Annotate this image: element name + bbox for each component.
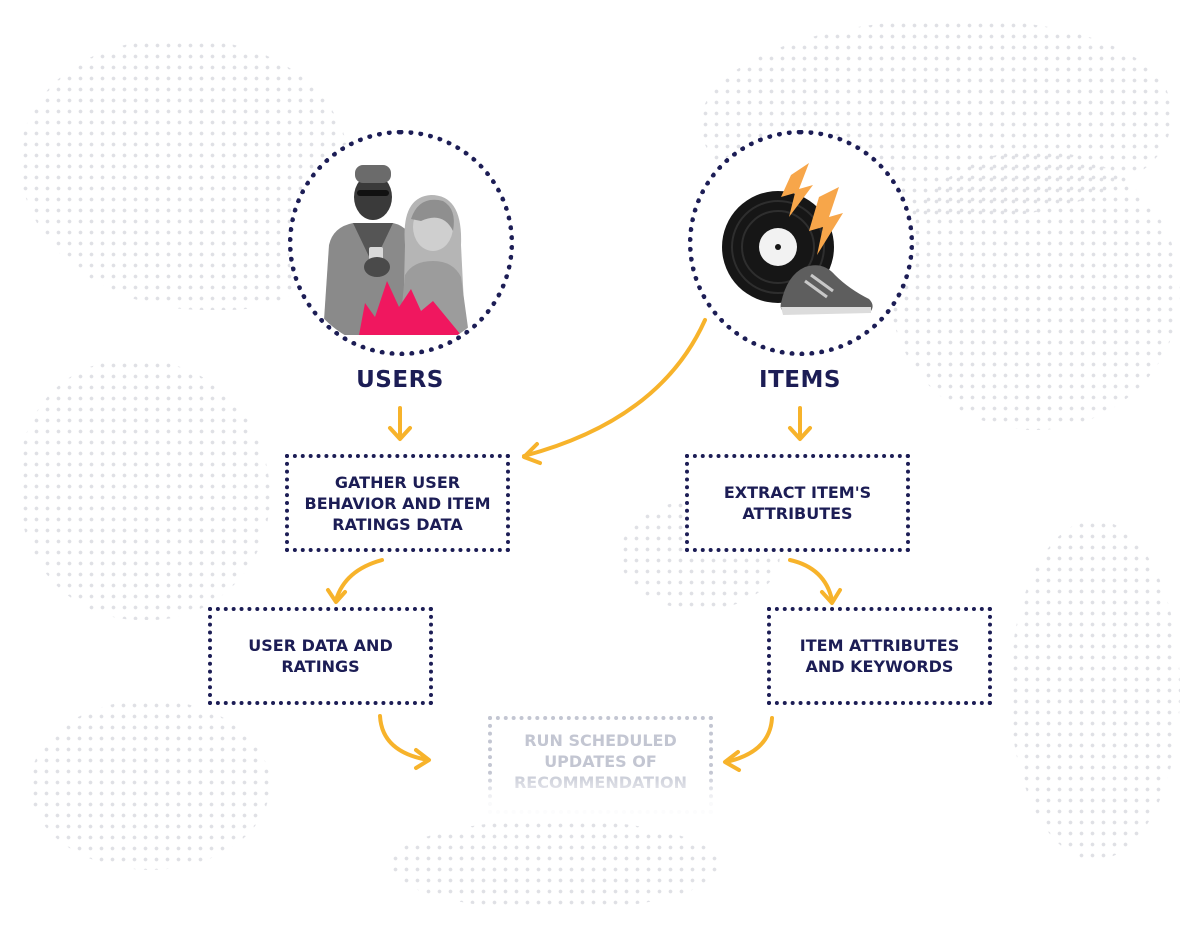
arrow-items-to-gather [522,318,707,458]
extract-item-attributes-node: EXTRACT ITEM'S ATTRIBUTES [685,454,910,552]
item-attributes-keywords-node: ITEM ATTRIBUTES AND KEYWORDS [767,607,992,705]
lightning-icon [781,163,813,217]
arrow-user-data-to-scheduled [378,714,430,762]
users-image-circle [288,130,514,356]
background-dots [1010,520,1180,860]
lightning-icon [809,187,843,255]
gather-user-behavior-node: GATHER USER BEHAVIOR AND ITEM RATINGS DA… [285,454,510,552]
vinyl-record-icon [722,163,873,315]
background-dots [20,360,270,620]
pink-accent-shape [359,281,461,335]
arrow-extract-to-item-attributes [788,558,834,602]
sneaker-icon [780,265,873,313]
background-dots [390,820,720,910]
background-dots [890,150,1180,430]
items-image-circle [688,130,914,356]
background-dots [30,700,270,870]
people-icon [323,165,469,335]
items-heading: ITEMS [759,367,841,393]
arrow-item-attributes-to-scheduled [724,716,774,764]
scheduled-node-fade [480,772,725,822]
arrow-gather-to-user-data [334,558,384,602]
user-data-ratings-node: USER DATA AND RATINGS [208,607,433,705]
users-heading: USERS [356,367,444,393]
